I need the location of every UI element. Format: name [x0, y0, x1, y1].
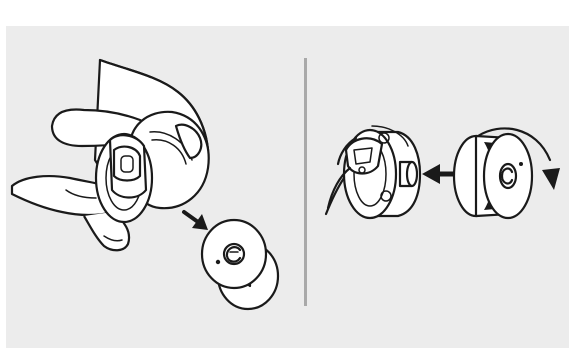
bobbin-case-icon — [326, 126, 420, 218]
arrow-left-icon — [422, 164, 454, 184]
bobbin-with-thread-icon — [454, 134, 532, 218]
